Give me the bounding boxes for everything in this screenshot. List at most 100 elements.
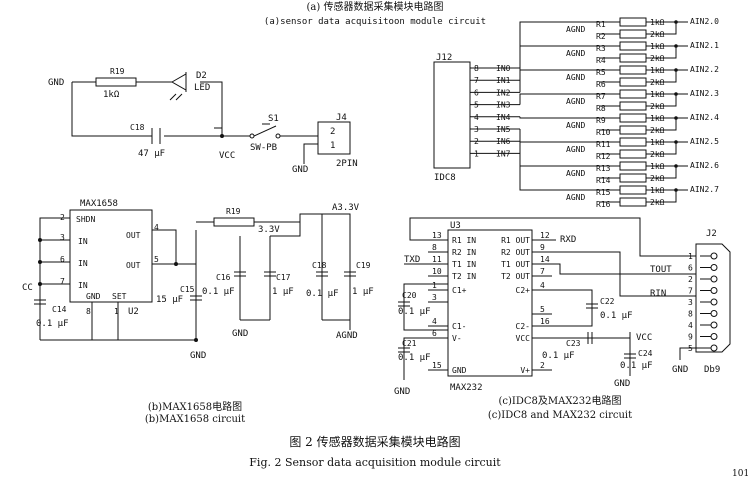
figure-caption-zh: 图 2 传感器数据采集模块电路图 bbox=[289, 434, 460, 449]
c16-value: 0.1 μF bbox=[202, 287, 235, 297]
max232-right-pin-num: 16 bbox=[540, 317, 550, 326]
max232-right-pin-name: VCC bbox=[516, 334, 531, 343]
divider-out-label: AIN2.1 bbox=[690, 41, 719, 50]
divider-wire bbox=[519, 69, 620, 93]
a33-label: A3.3V bbox=[332, 203, 360, 213]
c17-value: 1 μF bbox=[272, 287, 294, 297]
divider-wire bbox=[519, 45, 620, 81]
max1658-pin8: 8 bbox=[86, 307, 91, 316]
divider-out-label: AIN2.6 bbox=[690, 161, 719, 170]
resistor-divider-top bbox=[619, 89, 647, 99]
divider-rbot-label: R8 bbox=[596, 104, 606, 113]
capacitor-c14 bbox=[34, 299, 46, 305]
max232-right-pin-name: T2 OUT bbox=[501, 272, 530, 281]
db9-pin-num: 4 bbox=[688, 321, 693, 330]
db9-pin-socket bbox=[710, 298, 718, 306]
c24-value: 0.1 μF bbox=[620, 361, 653, 371]
c18b-value: 0.1 μF bbox=[306, 289, 339, 299]
led-icon bbox=[170, 72, 187, 92]
db9-gnd: GND bbox=[672, 365, 688, 375]
max1658-set: SET bbox=[112, 292, 127, 301]
max232-left-pin-name: C1+ bbox=[452, 286, 467, 295]
capacitor-c24 bbox=[624, 353, 636, 359]
max232-right-pin-num: 14 bbox=[540, 255, 550, 264]
divider-vtop-label: 1kΩ bbox=[650, 162, 665, 171]
c21-label: C21 bbox=[402, 339, 417, 348]
capacitor-c15 bbox=[190, 295, 202, 301]
max232-left-pin-name: V- bbox=[452, 334, 462, 343]
c18b-label: C18 bbox=[312, 261, 327, 270]
divider-node-wire bbox=[600, 117, 688, 131]
resistor-r19 bbox=[95, 77, 137, 87]
resistor-divider-top bbox=[619, 185, 647, 195]
gnd-label: GND bbox=[48, 78, 64, 88]
divider-out-label: AIN2.3 bbox=[690, 89, 719, 98]
divider-node-wire bbox=[600, 141, 688, 155]
c14-label: C14 bbox=[52, 305, 67, 314]
capacitor-c18b bbox=[316, 271, 328, 277]
max1658-pin5: 5 bbox=[154, 255, 159, 264]
max232-left-pin-num: 11 bbox=[432, 255, 442, 264]
max1658-in-a: IN bbox=[78, 237, 88, 246]
vcc-label-c: VCC bbox=[636, 333, 652, 343]
max232-val: MAX232 bbox=[450, 383, 483, 393]
divider-out-label: AIN2.0 bbox=[690, 17, 719, 26]
capacitor-c20 bbox=[398, 301, 410, 307]
gnd-label-c2: GND bbox=[614, 379, 630, 389]
divider-junction bbox=[674, 20, 678, 24]
rxd-label: RXD bbox=[560, 235, 576, 245]
divider-vtop-label: 1kΩ bbox=[650, 186, 665, 195]
c21-value: 0.1 μF bbox=[398, 353, 431, 363]
divider-rbot-label: R2 bbox=[596, 32, 606, 41]
c15-label: C15 bbox=[180, 285, 195, 294]
divider-vtop-label: 1kΩ bbox=[650, 66, 665, 75]
connector-j4 bbox=[317, 121, 351, 155]
c22-label: C22 bbox=[600, 297, 615, 306]
c22-value: 0.1 μF bbox=[600, 311, 633, 321]
db9-pin-socket bbox=[710, 287, 718, 294]
db9-pin-socket bbox=[710, 264, 718, 271]
c16-label: C16 bbox=[216, 273, 231, 282]
resistor-divider-bot bbox=[619, 29, 647, 39]
max232-left-pin-num: 13 bbox=[432, 231, 442, 240]
divider-rbot-label: R16 bbox=[596, 200, 611, 209]
max1658-in-b: IN bbox=[78, 259, 88, 268]
max232-left-pin-num: 15 bbox=[432, 361, 442, 370]
max1658-val: MAX1658 bbox=[80, 199, 118, 209]
max232-right-pin-num: 12 bbox=[540, 231, 550, 240]
capacitor-c17 bbox=[264, 271, 276, 277]
max232-left-pin-name: GND bbox=[452, 366, 467, 375]
divider-agnd-label: AGND bbox=[566, 97, 585, 106]
capacitor-c16 bbox=[234, 271, 246, 277]
max1658-out-b: OUT bbox=[126, 261, 141, 270]
resistor-divider-bot bbox=[619, 173, 647, 183]
j12-val: IDC8 bbox=[434, 173, 456, 183]
divider-rbot-label: R12 bbox=[596, 152, 611, 161]
max232-right-pin-num: 5 bbox=[540, 305, 545, 314]
v33-label: 3.3V bbox=[258, 225, 280, 235]
c14-value: 0.1 μF bbox=[36, 319, 69, 329]
caption-b-en: (b)MAX1658 circuit bbox=[145, 414, 245, 425]
max1658-circuit: MAX1658 SHDN 2 IN 3 IN 6 IN 7 OUT 4 OUT … bbox=[22, 199, 374, 361]
page-number: 101 bbox=[732, 469, 749, 477]
divider-node-wire bbox=[600, 45, 688, 59]
j12-ref: J12 bbox=[436, 53, 452, 63]
divider-agnd-label: AGND bbox=[566, 193, 585, 202]
gnd-label-b: GND bbox=[190, 351, 206, 361]
resistor-divider-bot bbox=[619, 77, 647, 87]
max232-right-pin-name: R1 OUT bbox=[501, 236, 530, 245]
max232-right-pin-name: V+ bbox=[520, 366, 530, 375]
db9-pin-socket bbox=[710, 310, 718, 317]
max1658-pin3: 3 bbox=[60, 233, 65, 242]
max1658-ref: U2 bbox=[128, 307, 139, 317]
switch-s1 bbox=[250, 123, 318, 137]
db9-pin-num: 7 bbox=[688, 287, 693, 296]
c24-label: C24 bbox=[638, 349, 653, 358]
divider-node-wire bbox=[600, 165, 688, 179]
divider-node-wire bbox=[600, 189, 688, 203]
max232-right-pin-name: C2- bbox=[516, 322, 530, 331]
resistor-divider-top bbox=[619, 161, 647, 171]
divider-rtop-label: R11 bbox=[596, 140, 611, 149]
